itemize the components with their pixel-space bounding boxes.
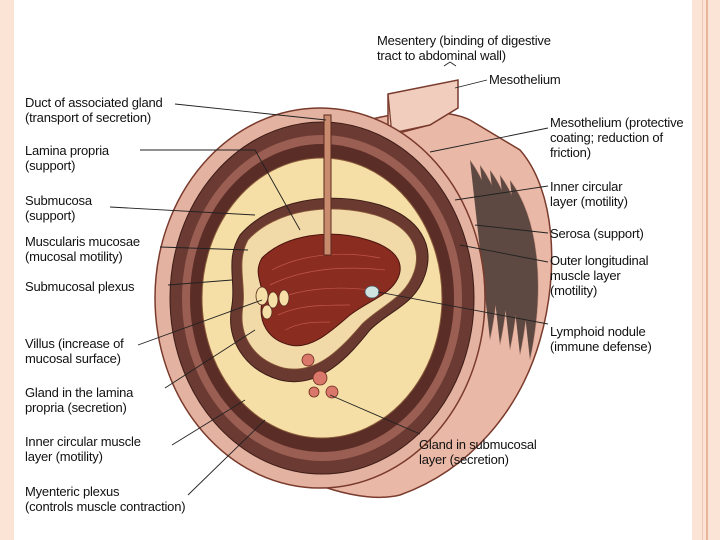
label-mesentery: Mesentery (binding of digestive tract to… bbox=[377, 33, 551, 63]
villi bbox=[255, 286, 290, 320]
lymphoid-nodule bbox=[364, 285, 380, 299]
label-serosa: Serosa (support) bbox=[550, 226, 644, 241]
slide-right-border-line bbox=[706, 0, 708, 540]
label-submucosa: Submucosa (support) bbox=[25, 193, 92, 223]
label-outer-longitudinal: Outer longitudinal muscle layer (motilit… bbox=[550, 253, 649, 298]
leader-lines bbox=[109, 61, 549, 496]
label-mesothelium-protective: Mesothelium (protective coating; reducti… bbox=[550, 115, 684, 160]
label-inner-circular-right: Inner circular layer (motility) bbox=[550, 179, 628, 209]
label-muscularis-mucosae: Muscularis mucosae (mucosal motility) bbox=[25, 234, 140, 264]
label-lamina-propria: Lamina propria (support) bbox=[25, 143, 109, 173]
tube-hatching bbox=[469, 159, 539, 361]
label-lymphoid-nodule: Lymphoid nodule (immune defense) bbox=[550, 324, 652, 354]
label-myenteric: Myenteric plexus (controls muscle contra… bbox=[25, 484, 186, 514]
label-mesothelium: Mesothelium bbox=[489, 72, 561, 87]
label-inner-circular-left: Inner circular muscle layer (motility) bbox=[25, 434, 141, 464]
label-duct: Duct of associated gland (transport of s… bbox=[25, 95, 163, 125]
mesentery-stalk bbox=[387, 93, 459, 136]
label-villus: Villus (increase of mucosal surface) bbox=[25, 336, 124, 366]
slide-left-border bbox=[0, 0, 14, 540]
slide-right-border-line-thin bbox=[702, 0, 703, 540]
label-gland-submucosal: Gland in submucosal layer (secretion) bbox=[419, 437, 537, 467]
submucosal-glands bbox=[301, 353, 339, 399]
label-submucosal-plexus: Submucosal plexus bbox=[25, 279, 135, 294]
label-gland-lamina: Gland in the lamina propria (secretion) bbox=[25, 385, 134, 415]
gland-duct bbox=[323, 114, 332, 256]
